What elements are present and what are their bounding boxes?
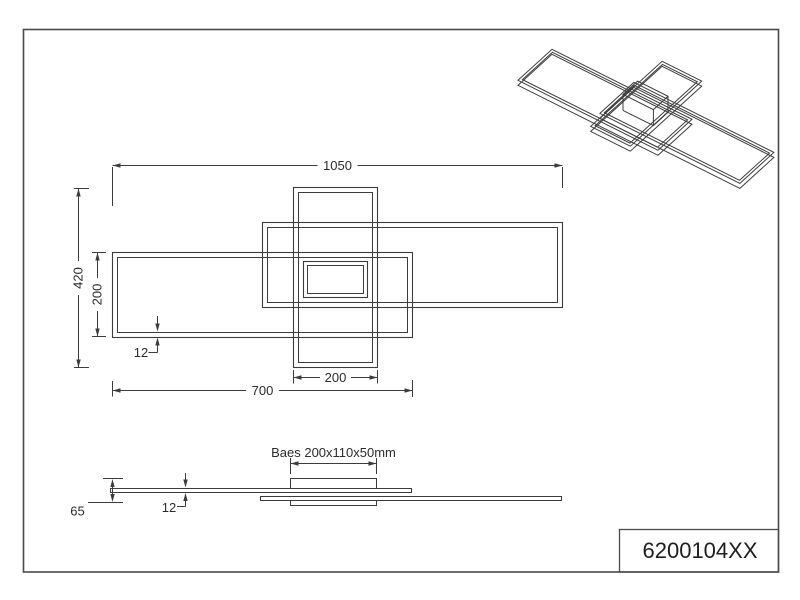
frame-middle-outer [261, 221, 564, 309]
title-block: 6200104XX [618, 528, 780, 573]
dim-base: Baes 200x110x50mm [271, 445, 396, 474]
base-box-bottom [290, 500, 377, 506]
base-label: Baes 200x110x50mm [271, 445, 396, 460]
base-box-top [290, 478, 377, 489]
top-view: 1050 420 200 12 [71, 158, 564, 398]
dim-frame-depth: 200 [90, 252, 106, 337]
iso-frame-vertical-outer-top [589, 60, 703, 147]
dim-label-1050: 1050 [323, 158, 352, 173]
iso-frame-large-outer-top [517, 48, 693, 151]
iso-frame-vertical-lower-edge [589, 65, 703, 152]
frame-middle-inner [267, 227, 558, 303]
title-block-box [618, 528, 780, 573]
dim-label-200-bottom: 200 [325, 370, 347, 385]
dim-total-height: 65 [70, 478, 123, 519]
profile-bar-lower [260, 496, 562, 501]
dim-canopy-width: 200 [293, 370, 378, 385]
frame-vertical-outer [292, 186, 379, 369]
dim-label-420: 420 [71, 267, 86, 289]
dim-overall-depth: 420 [71, 188, 89, 368]
iso-frame-large-inner-top [521, 51, 689, 148]
profile-bar-upper [110, 488, 412, 493]
iso-base-bottom-right [653, 111, 669, 126]
isometric-view [517, 48, 775, 190]
iso-frame-vertical-inner-top [594, 63, 699, 144]
dim-label-700: 700 [252, 383, 274, 398]
article-number: 6200104XX [643, 538, 758, 563]
dim-overall-width: 1050 [112, 158, 563, 206]
frame-vertical-inner [298, 192, 373, 363]
dim-profile-side: 12 [162, 473, 188, 515]
dim-label-200-left: 200 [90, 284, 105, 306]
dim-label-65: 65 [70, 504, 84, 519]
iso-frame-middle-outer-top [599, 81, 775, 185]
dim-profile-top: 12 [134, 316, 160, 360]
dim-label-12-top: 12 [134, 345, 148, 360]
page-border [22, 28, 780, 573]
dim-frame-width: 700 [112, 380, 413, 398]
dim-label-12-side: 12 [162, 500, 176, 515]
iso-frame-middle-inner-top [603, 84, 771, 181]
canopy-outer [302, 260, 369, 299]
side-view: Baes 200x110x50mm 65 12 [70, 445, 562, 519]
iso-frame-large-lower-edge [517, 53, 693, 156]
iso-base-bottom-left [622, 109, 654, 127]
canopy-inner [307, 265, 364, 294]
